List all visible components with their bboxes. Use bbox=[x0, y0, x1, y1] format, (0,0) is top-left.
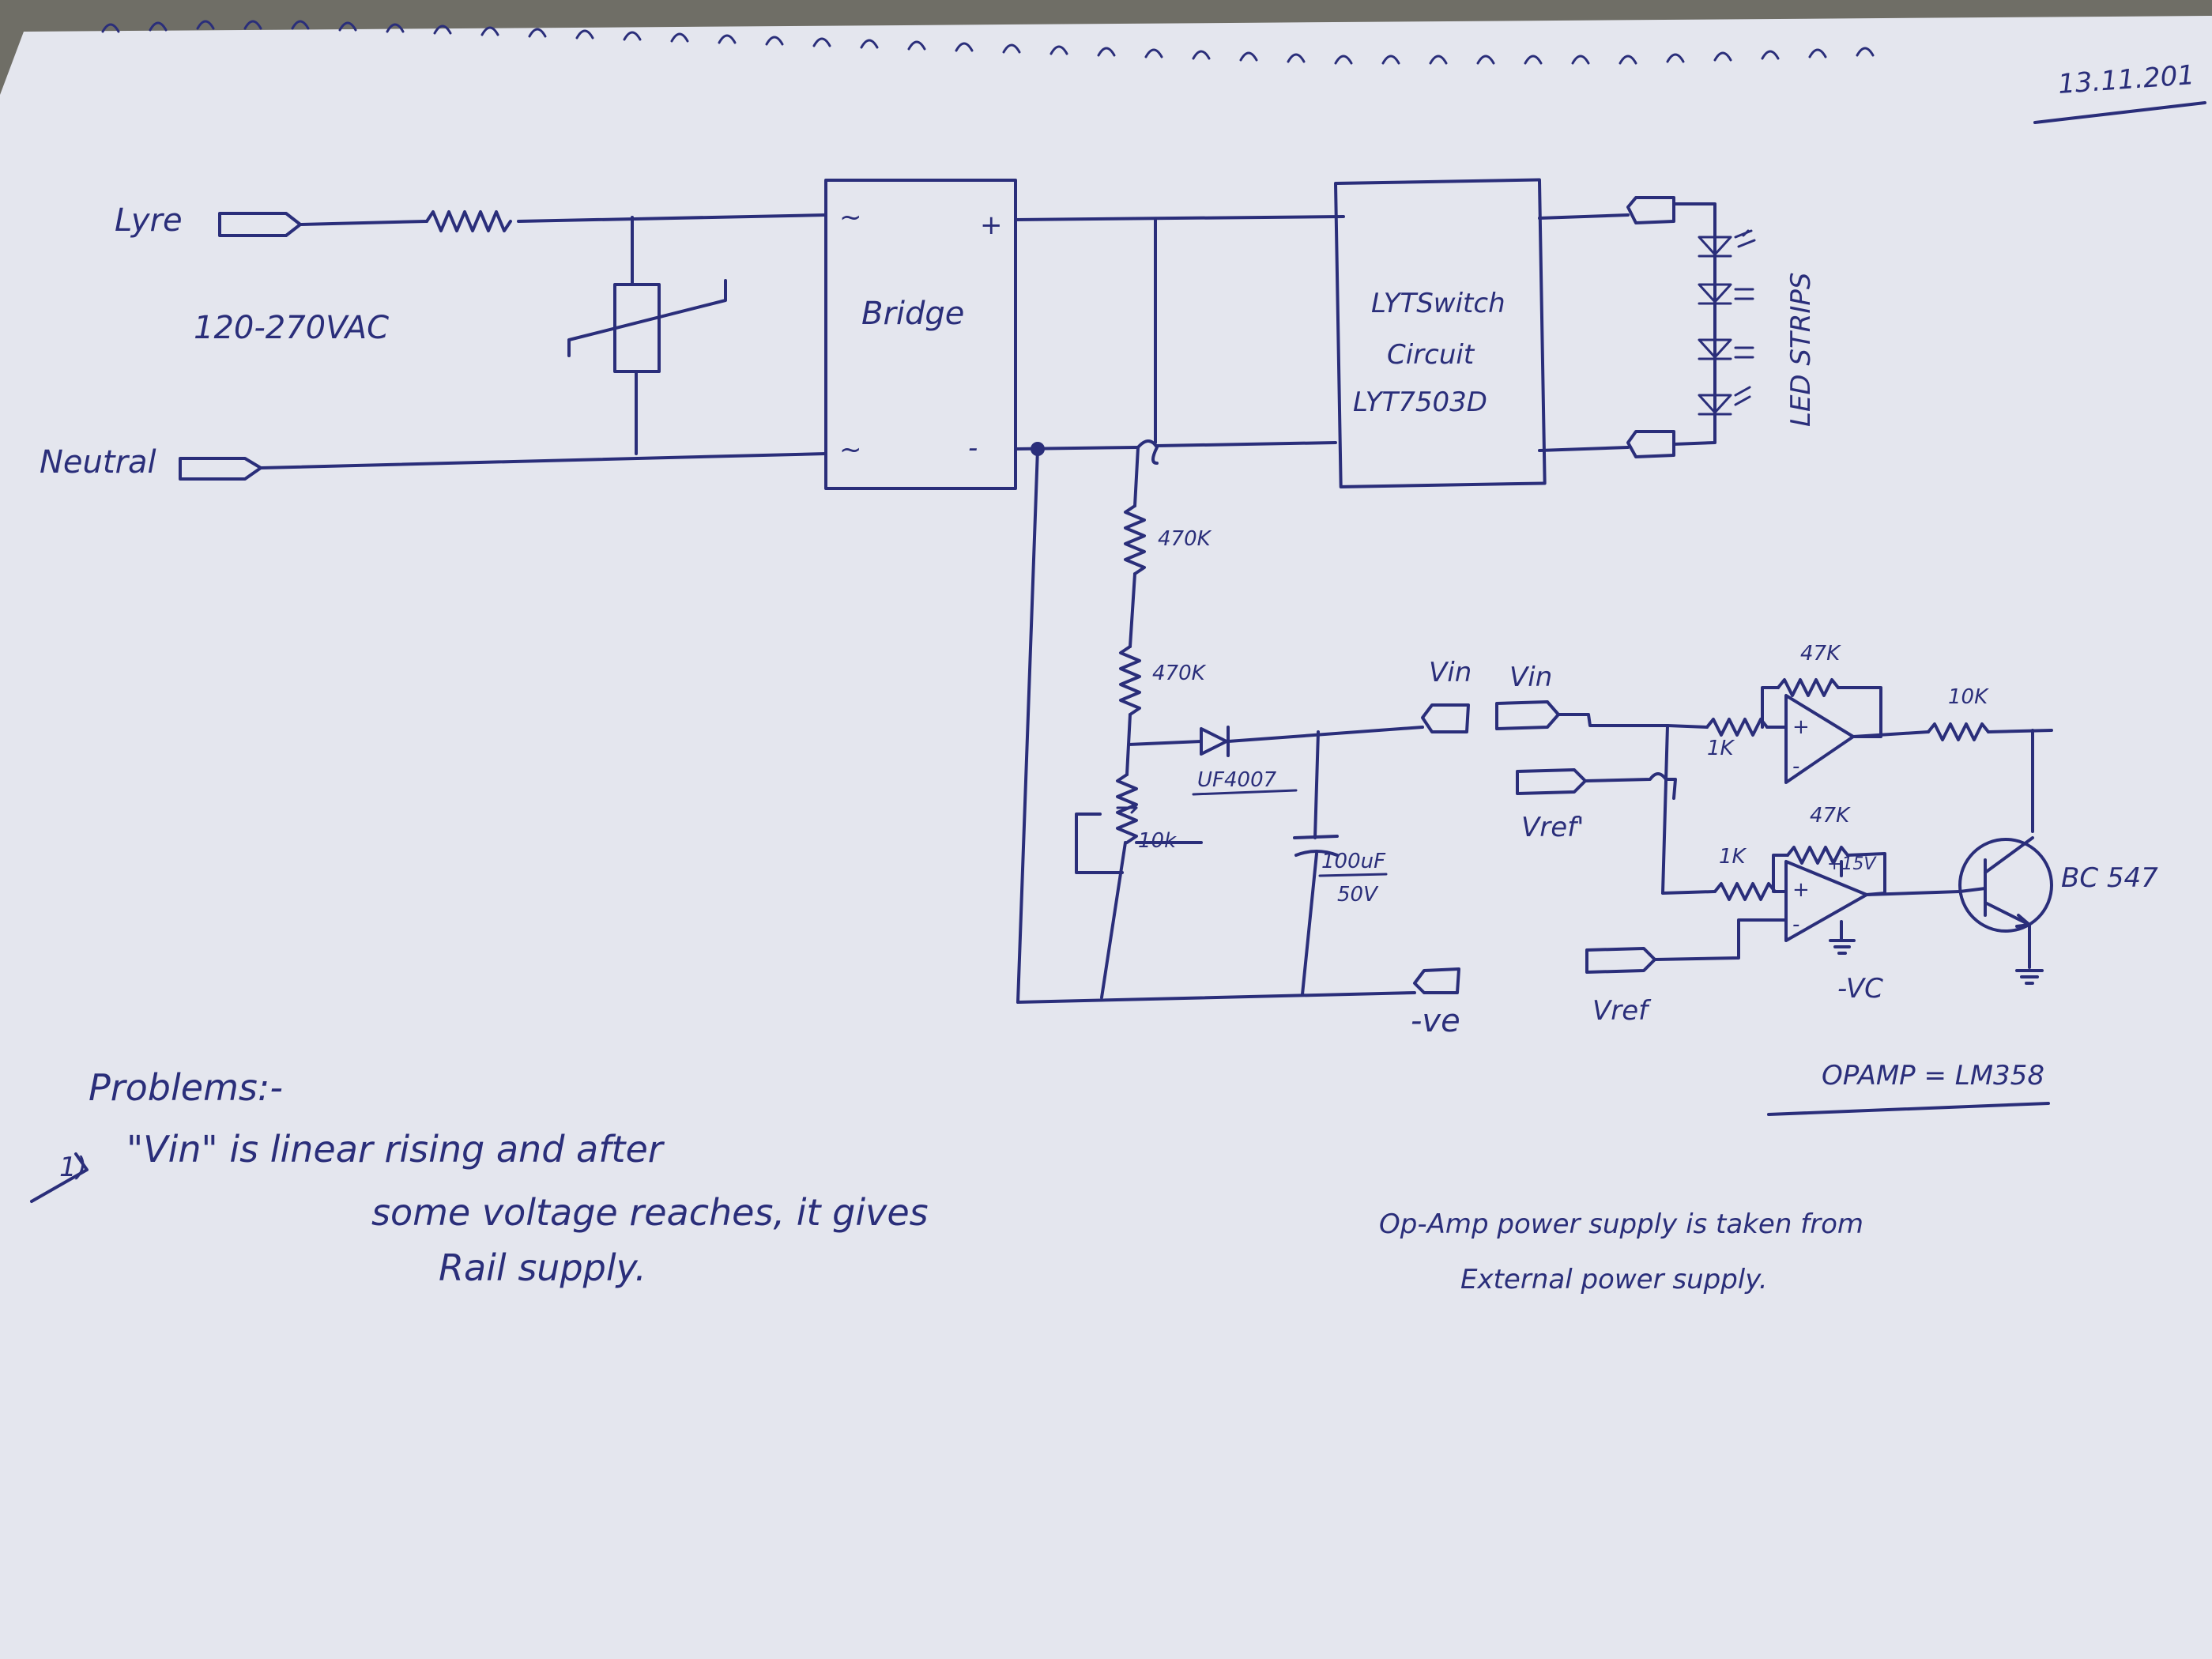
fuse-resistor bbox=[425, 210, 512, 232]
notes-line-2: some voltage reaches, it gives bbox=[371, 1191, 929, 1234]
notes-title: Problems:- bbox=[89, 1066, 283, 1109]
opamp2-rin-label: 1K bbox=[1719, 845, 1747, 869]
capacitor-100uf bbox=[1293, 835, 1339, 857]
bridge-ac-top: ~ bbox=[839, 202, 862, 233]
switch-line-1: LYTSwitch bbox=[1371, 288, 1505, 319]
neutral-connector bbox=[179, 457, 262, 481]
switch-line-2: Circuit bbox=[1387, 339, 1475, 371]
r2-label: 470K bbox=[1152, 662, 1207, 685]
ac-input-label: 120-270VAC bbox=[194, 310, 389, 346]
opamp1-plus: + bbox=[1792, 715, 1810, 739]
vref-connector bbox=[1585, 947, 1656, 974]
cap-value: 100uF bbox=[1321, 850, 1386, 873]
switch-line-3: LYT7503D bbox=[1353, 386, 1487, 418]
opamp1-rin-label: 1K bbox=[1707, 737, 1735, 760]
led-strips-label: LED STRIPS bbox=[1785, 273, 1817, 428]
diode-label: UF4007 bbox=[1197, 768, 1277, 792]
transistor-label: BC 547 bbox=[2061, 862, 2158, 894]
bridge-minus: - bbox=[968, 432, 978, 464]
neutral-label: Neutral bbox=[40, 444, 156, 481]
r1-label: 470K bbox=[1158, 527, 1212, 551]
vin-in-label: Vin bbox=[1509, 662, 1552, 693]
opamp2-input-resistor bbox=[1713, 882, 1777, 901]
opamp2-rf-label: 47K bbox=[1810, 804, 1851, 828]
opamp1-feedback-resistor bbox=[1777, 678, 1840, 697]
resistor-470k-1 bbox=[1124, 504, 1146, 575]
bridge-plus: + bbox=[980, 209, 1003, 241]
vin-in-connector bbox=[1495, 700, 1560, 730]
bridge-label: Bridge bbox=[861, 296, 964, 332]
opamp2-feedback-resistor bbox=[1786, 846, 1849, 865]
output-resistor-label: 10K bbox=[1948, 685, 1989, 709]
line-label: Lyre bbox=[115, 202, 183, 239]
ground-connector bbox=[1413, 967, 1460, 994]
opamp2-neg-label: -VC bbox=[1837, 973, 1883, 1005]
notes-item-marker: 1) bbox=[59, 1152, 87, 1183]
bridge-rectifier bbox=[824, 179, 1017, 490]
vref-prime-label: Vref' bbox=[1521, 812, 1584, 843]
notes-side-line-2: External power supply. bbox=[1460, 1264, 1768, 1295]
vref-label: Vref bbox=[1592, 995, 1652, 1027]
led-connector-top bbox=[1626, 196, 1675, 224]
opamp1-minus: - bbox=[1792, 755, 1799, 779]
opamp-part-label: OPAMP = LM358 bbox=[1822, 1060, 2044, 1092]
notes-line-3: Rail supply. bbox=[439, 1246, 646, 1289]
notes-line-1: "Vin" is linear rising and after bbox=[126, 1128, 665, 1171]
opamp-1 bbox=[1784, 694, 1855, 784]
notes-marker-arrow bbox=[30, 1152, 89, 1203]
paper-sheet bbox=[0, 16, 2212, 1659]
opamp1-rf-label: 47K bbox=[1800, 642, 1841, 665]
vin-out-label: Vin bbox=[1429, 657, 1472, 688]
led-string bbox=[1698, 229, 1756, 416]
transistor-bc547 bbox=[1958, 838, 2053, 933]
output-resistor-10k bbox=[1927, 722, 1990, 741]
notes-side-line-1: Op-Amp power supply is taken from bbox=[1379, 1208, 1863, 1240]
opamp2-supply-label: +15V bbox=[1827, 854, 1877, 874]
cap-voltage: 50V bbox=[1337, 883, 1379, 907]
bridge-ac-bottom: ~ bbox=[839, 434, 862, 466]
resistor-470k-2 bbox=[1119, 645, 1141, 716]
opamp2-plus: + bbox=[1792, 878, 1810, 902]
lytswitch-block bbox=[1334, 178, 1547, 488]
ground-label: -ve bbox=[1411, 1003, 1460, 1039]
opamp-2 bbox=[1784, 860, 1868, 942]
pot-label: 10k bbox=[1138, 829, 1177, 853]
date-underline bbox=[2033, 101, 2206, 124]
opamp2-minus: - bbox=[1792, 913, 1799, 937]
vref-prime-connector bbox=[1516, 768, 1587, 795]
vin-out-connector bbox=[1421, 703, 1470, 733]
spiral-binding bbox=[101, 20, 1875, 65]
opamp1-input-resistor bbox=[1705, 718, 1769, 737]
line-connector bbox=[218, 212, 302, 237]
